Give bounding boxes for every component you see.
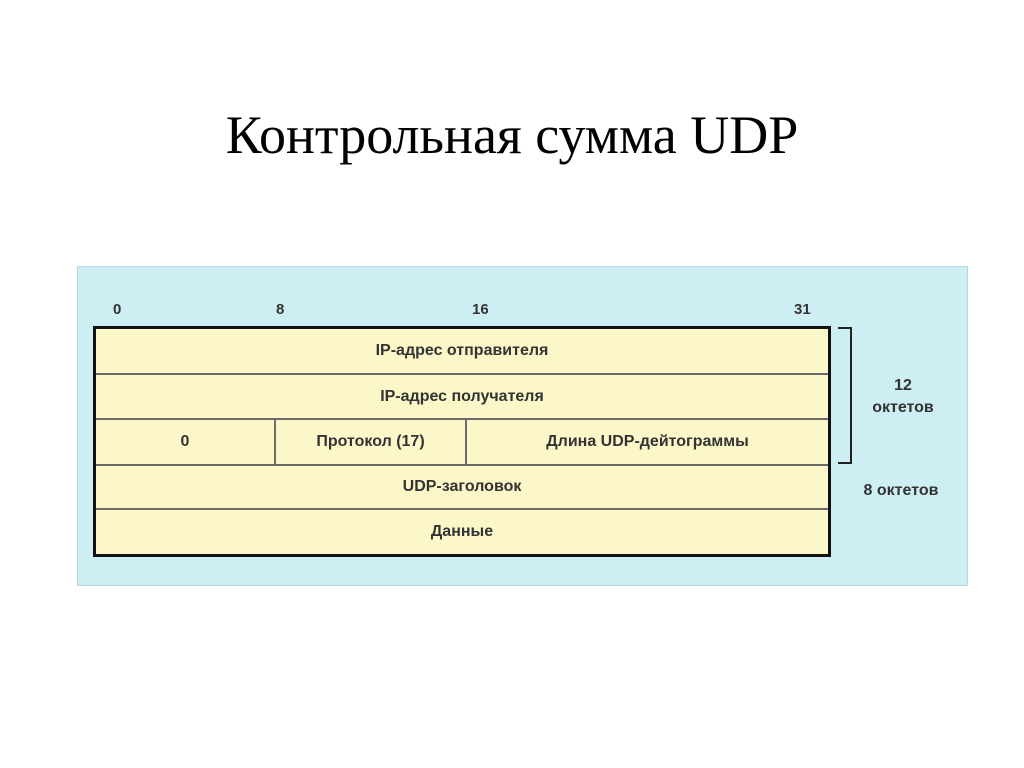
udp-checksum-diagram: 0 8 16 31 IP-адрес отправителя IP-адрес … [77, 266, 968, 586]
pseudo-header-size-label: 12 октетов [858, 375, 948, 419]
bit-number-16: 16 [472, 301, 489, 318]
protocol-cell: Протокол (17) [276, 420, 467, 464]
data-cell: Данные [430, 523, 494, 540]
table-row-protocol-length: 0 Протокол (17) Длина UDP-дейтограммы [96, 420, 828, 466]
bit-number-0: 0 [113, 301, 122, 318]
udp-length-cell: Длина UDP-дейтограммы [546, 433, 749, 450]
bit-number-31: 31 [794, 301, 811, 318]
pseudo-header-size-unit: октетов [872, 399, 934, 416]
pseudo-header-size-number: 12 [894, 377, 912, 394]
header-size-label: 8 октетов [863, 482, 939, 499]
bit-number-8: 8 [276, 301, 285, 318]
table-row-destination-ip: IP-адрес получателя [96, 375, 828, 420]
table-row-source-ip: IP-адрес отправителя [96, 329, 828, 375]
zero-cell: 0 [96, 420, 276, 464]
pseudo-header-bracket [838, 327, 852, 464]
udp-header-cell: UDP-заголовок [402, 478, 522, 495]
udp-pseudo-header-table: IP-адрес отправителя IP-адрес получателя… [93, 326, 831, 557]
page-title: Контрольная сумма UDP [225, 105, 799, 165]
table-row-udp-header: UDP-заголовок [96, 466, 828, 510]
destination-ip-cell: IP-адрес получателя [380, 387, 544, 405]
source-ip-cell: IP-адрес отправителя [375, 342, 549, 359]
table-row-data: Данные [96, 510, 828, 554]
